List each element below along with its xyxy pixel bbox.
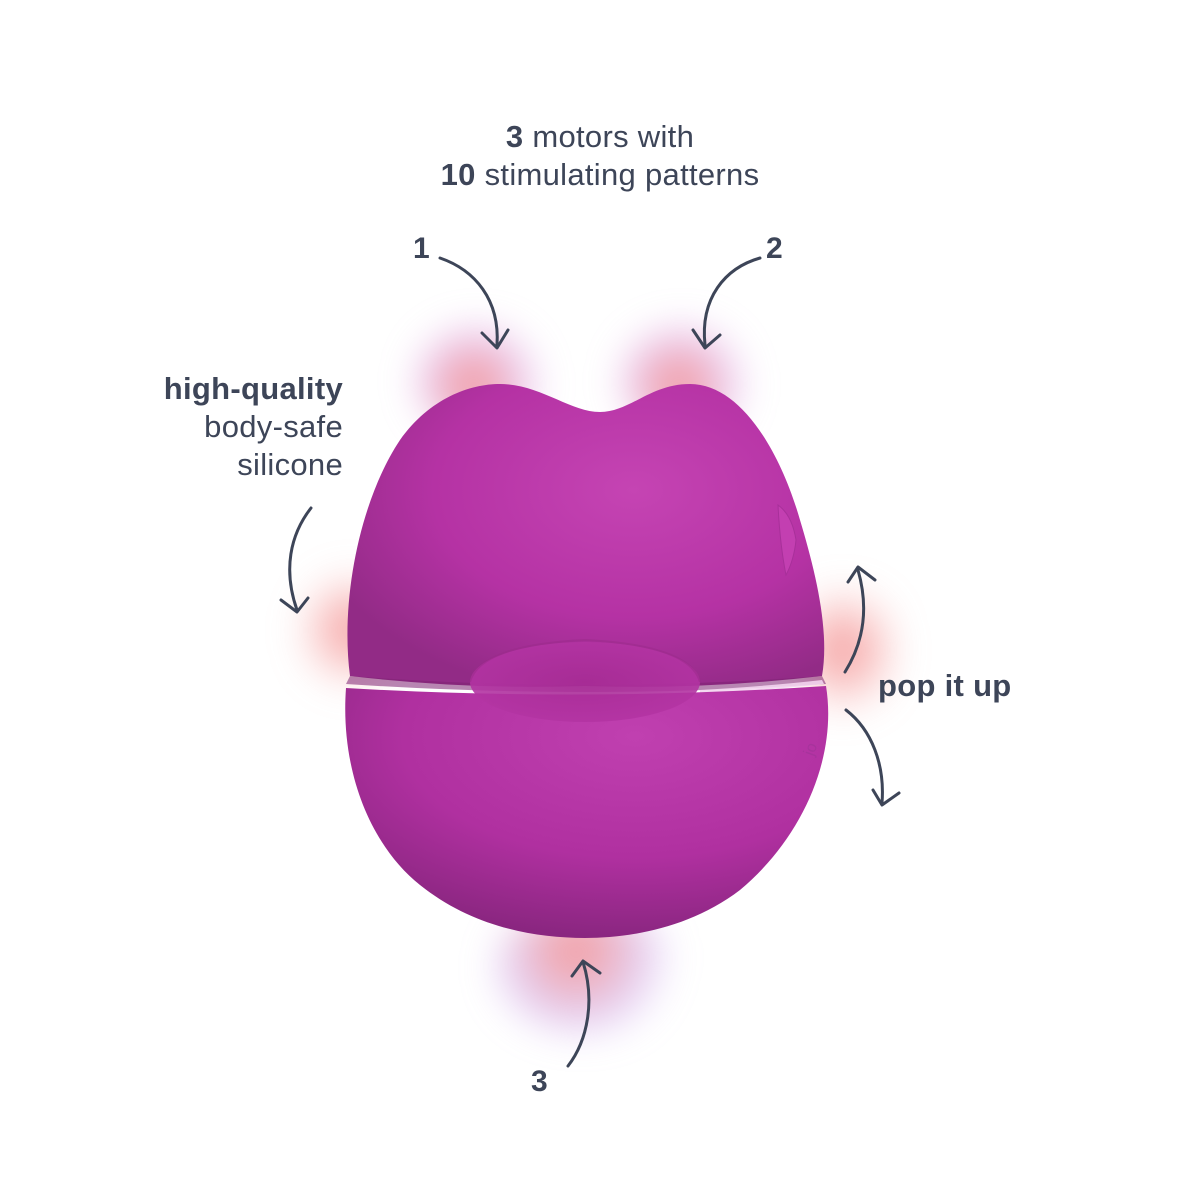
material-line-3: silicone bbox=[237, 447, 343, 482]
side-button bbox=[777, 503, 797, 577]
svg-text:jo: jo bbox=[801, 741, 822, 760]
headline-line-2: 10 stimulating patterns bbox=[440, 157, 760, 192]
device-top-half bbox=[347, 384, 825, 687]
arrow-2-icon bbox=[702, 256, 762, 347]
arrow-1-icon bbox=[438, 256, 499, 347]
arrow-pop-down-icon bbox=[844, 708, 884, 805]
mouth-recess bbox=[470, 642, 700, 722]
arrow-silicone-icon bbox=[288, 506, 313, 612]
arrow-3-icon bbox=[566, 960, 591, 1068]
device-bottom-half bbox=[345, 686, 829, 938]
motor-1-label: 1 bbox=[413, 232, 430, 265]
headline-line-1: 3 motors with bbox=[505, 119, 695, 154]
pop-it-up-callout: pop it up bbox=[878, 668, 1012, 703]
motor-3-label: 3 bbox=[531, 1065, 548, 1098]
material-line-2: body-safe bbox=[204, 409, 343, 444]
material-bold: high-quality bbox=[163, 371, 343, 406]
material-callout: high-quality body-safe silicone bbox=[110, 370, 343, 484]
headline: 3 motors with 10 stimulating patterns bbox=[300, 118, 900, 194]
arrow-pop-up-icon bbox=[843, 568, 866, 674]
motor-2-label: 2 bbox=[766, 232, 783, 265]
